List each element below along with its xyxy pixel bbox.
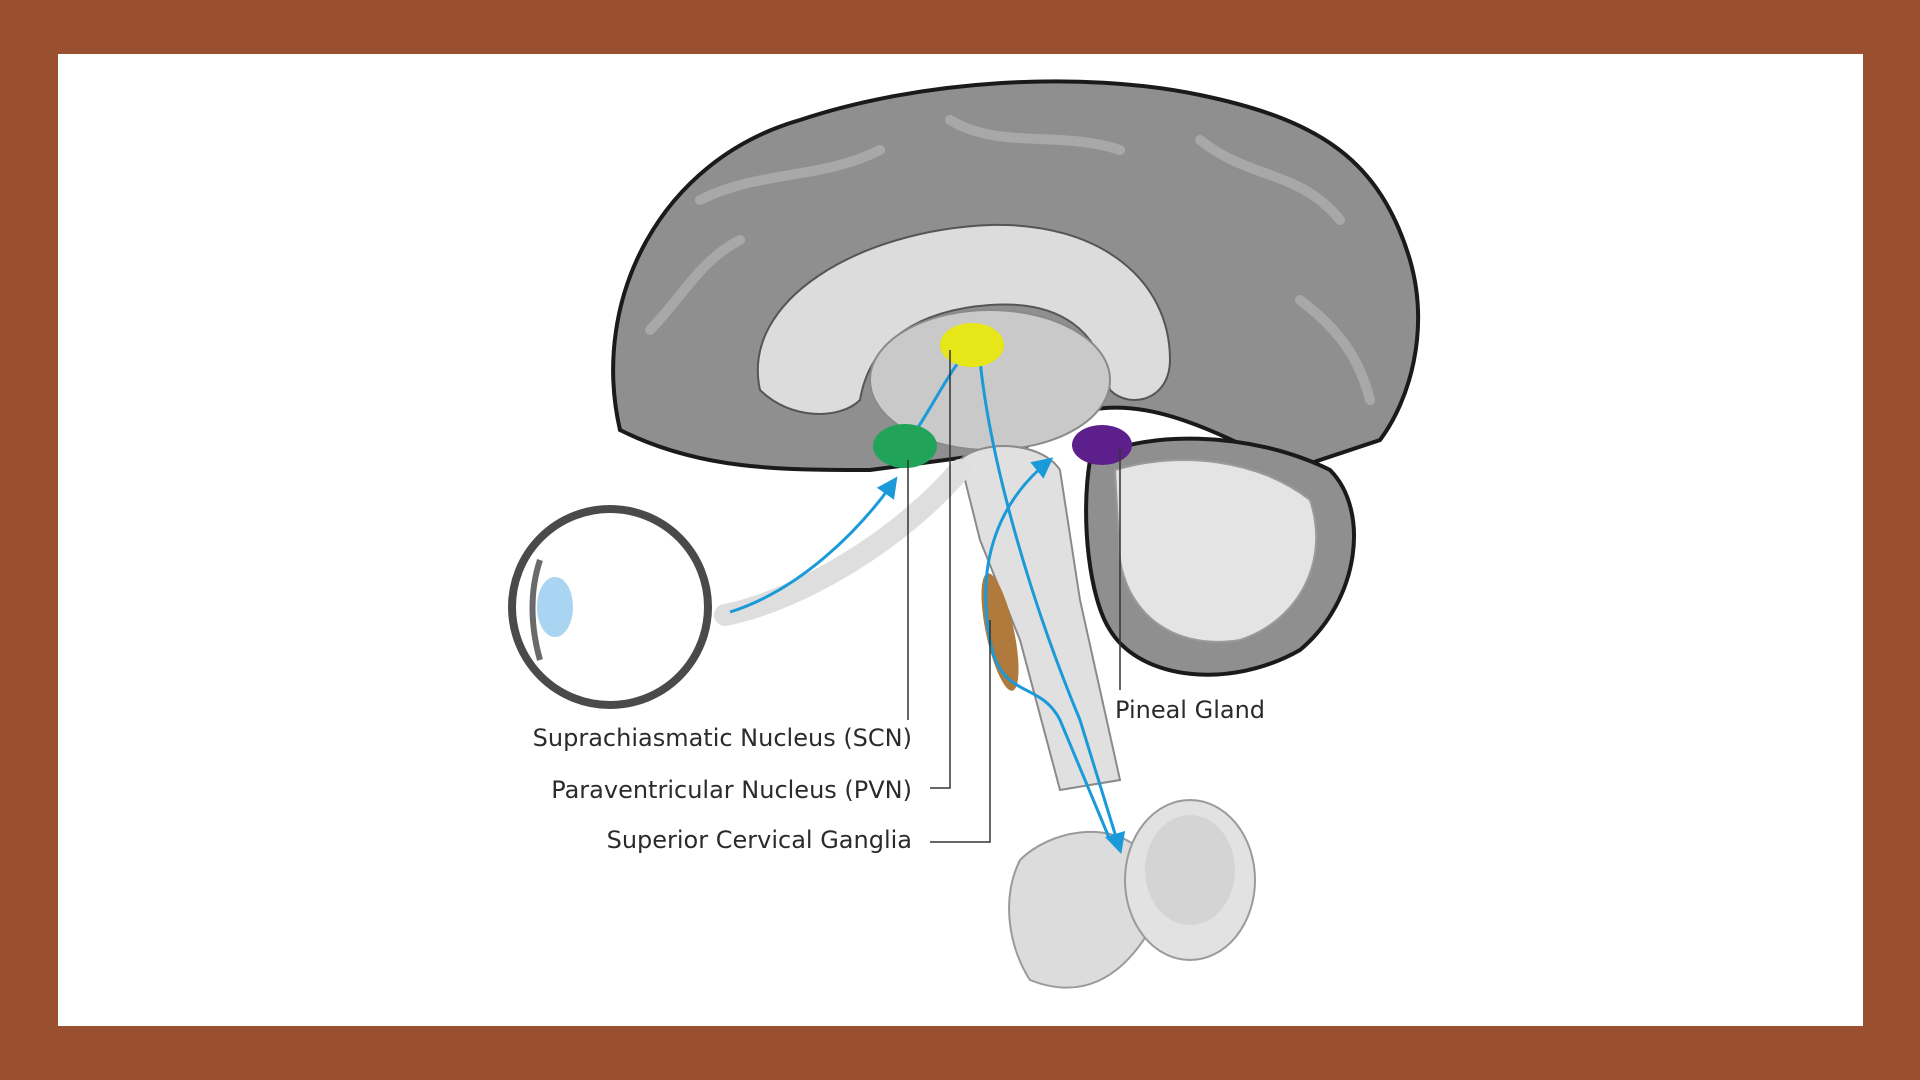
label-pineal-gland: Pineal Gland (1115, 696, 1265, 724)
vertebra-icon (1008, 799, 1256, 989)
label-superior-cervical-ganglia: Superior Cervical Ganglia (607, 826, 912, 854)
corpus-callosum (757, 223, 1172, 415)
brain-icon (611, 79, 1421, 792)
eye-icon (508, 505, 712, 709)
label-pvn: Paraventricular Nucleus (PVN) (551, 776, 912, 804)
scn-marker (873, 424, 937, 468)
pvn-marker (940, 323, 1004, 367)
superior-cervical-ganglia-marker (981, 573, 1019, 691)
label-scn: Suprachiasmatic Nucleus (SCN) (533, 724, 912, 752)
pineal-gland-marker (1072, 425, 1132, 465)
leader-lines (907, 350, 1121, 843)
optic-nerve (714, 459, 971, 626)
eye-lens (537, 577, 573, 637)
